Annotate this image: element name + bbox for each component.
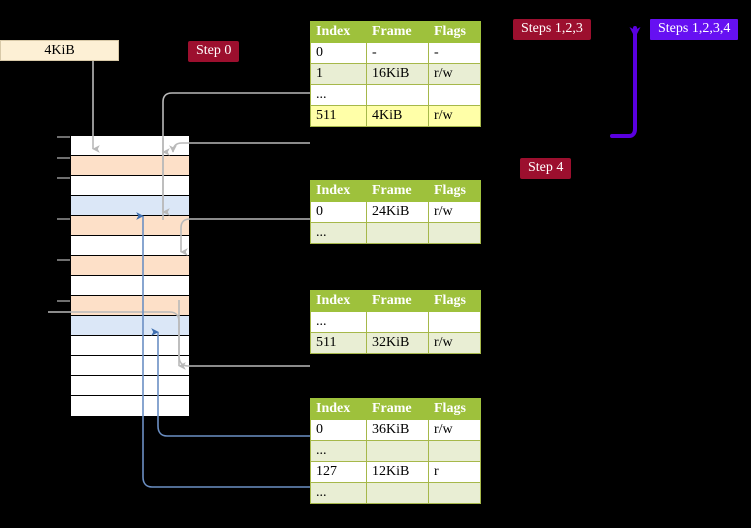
table-row: ... (310, 311, 481, 333)
cell-frame: 4KiB (366, 105, 429, 127)
column-header-flags: Flags (428, 180, 481, 202)
cell-flags: r/w (428, 105, 481, 127)
table-row: 0 - - (310, 42, 481, 64)
cell-index: 1 (310, 63, 367, 85)
column-header-flags: Flags (428, 398, 481, 420)
cell-frame: 32KiB (366, 332, 429, 354)
table-header-row: Index Frame Flags (310, 180, 481, 202)
violet-step-arrow (610, 26, 641, 138)
memory-row (71, 316, 189, 336)
table-header-row: Index Frame Flags (310, 21, 481, 43)
column-header-index: Index (310, 290, 367, 312)
page-table-1: Index Frame Flags 0 - - 1 16KiB r/w ... (310, 21, 481, 127)
memory-row (71, 356, 189, 376)
connector-table3-row511-line (178, 300, 310, 367)
cell-frame (366, 482, 429, 504)
size-box-4kib: 4KiB (0, 40, 119, 61)
cell-index: ... (310, 84, 367, 106)
column-header-flags: Flags (428, 290, 481, 312)
cell-index: ... (310, 440, 367, 462)
table-row: 511 4KiB r/w (310, 105, 481, 127)
cell-frame: 24KiB (366, 201, 429, 223)
column-header-frame: Frame (366, 21, 429, 43)
page-table-3: Index Frame Flags ... 511 32KiB r/w (310, 290, 481, 354)
connector-table2-row0 (180, 218, 310, 256)
cell-frame (366, 311, 429, 333)
memory-row (71, 216, 189, 236)
cell-flags (428, 222, 481, 244)
cell-frame (366, 84, 429, 106)
cell-flags: r (428, 461, 481, 483)
memory-tick (57, 136, 70, 138)
cell-index: 511 (310, 332, 367, 354)
table-row: 127 12KiB r (310, 461, 481, 483)
memory-row (71, 296, 189, 316)
memory-row (71, 236, 189, 256)
cell-frame: - (366, 42, 429, 64)
column-header-flags: Flags (428, 21, 481, 43)
cell-flags (428, 84, 481, 106)
memory-row (71, 136, 189, 156)
cell-frame: 16KiB (366, 63, 429, 85)
page-table-4: Index Frame Flags 0 36KiB r/w ... 127 12… (310, 398, 481, 504)
memory-tick (57, 157, 70, 159)
table-row: 511 32KiB r/w (310, 332, 481, 354)
size-box-label: 4KiB (44, 43, 75, 58)
column-header-frame: Frame (366, 398, 429, 420)
badge-steps-1234: Steps 1,2,3,4 (650, 19, 739, 40)
column-header-index: Index (310, 21, 367, 43)
cell-frame (366, 222, 429, 244)
cell-frame: 36KiB (366, 419, 429, 441)
cell-index: 0 (310, 201, 367, 223)
table-header-row: Index Frame Flags (310, 290, 481, 312)
badge-step-4: Step 4 (520, 158, 572, 179)
cell-index: ... (310, 222, 367, 244)
table-row: ... (310, 222, 481, 244)
cell-frame (366, 440, 429, 462)
page-table-2: Index Frame Flags 0 24KiB r/w ... (310, 180, 481, 244)
memory-row (71, 276, 189, 296)
memory-row (71, 396, 189, 416)
cell-index: 0 (310, 419, 367, 441)
connector-table1-row511 (172, 142, 310, 156)
cell-flags: r/w (428, 63, 481, 85)
table-row: 0 24KiB r/w (310, 201, 481, 223)
memory-tick (57, 259, 70, 261)
badge-steps-123: Steps 1,2,3 (513, 19, 591, 40)
memory-tick (57, 177, 70, 179)
cell-flags: r/w (428, 332, 481, 354)
cell-index: ... (310, 482, 367, 504)
cell-flags: - (428, 42, 481, 64)
table-row: ... (310, 482, 481, 504)
badge-step-0: Step 0 (188, 41, 240, 62)
table-row: 1 16KiB r/w (310, 63, 481, 85)
memory-row (71, 376, 189, 396)
memory-row (71, 156, 189, 176)
table-row: 0 36KiB r/w (310, 419, 481, 441)
memory-row (71, 336, 189, 356)
column-header-index: Index (310, 180, 367, 202)
table-row: ... (310, 84, 481, 106)
cell-index: ... (310, 311, 367, 333)
cell-flags (428, 440, 481, 462)
column-header-index: Index (310, 398, 367, 420)
cell-frame: 12KiB (366, 461, 429, 483)
cell-index: 511 (310, 105, 367, 127)
memory-tick (57, 218, 70, 220)
table-header-row: Index Frame Flags (310, 398, 481, 420)
cell-index: 127 (310, 461, 367, 483)
memory-row (71, 256, 189, 276)
cell-flags: r/w (428, 419, 481, 441)
column-header-frame: Frame (366, 180, 429, 202)
cell-flags (428, 482, 481, 504)
cell-flags (428, 311, 481, 333)
cell-flags: r/w (428, 201, 481, 223)
physical-memory-column (70, 135, 190, 417)
memory-row (71, 196, 189, 216)
table-row: ... (310, 440, 481, 462)
cell-index: 0 (310, 42, 367, 64)
column-header-frame: Frame (366, 290, 429, 312)
memory-row (71, 176, 189, 196)
memory-tick (57, 300, 70, 302)
